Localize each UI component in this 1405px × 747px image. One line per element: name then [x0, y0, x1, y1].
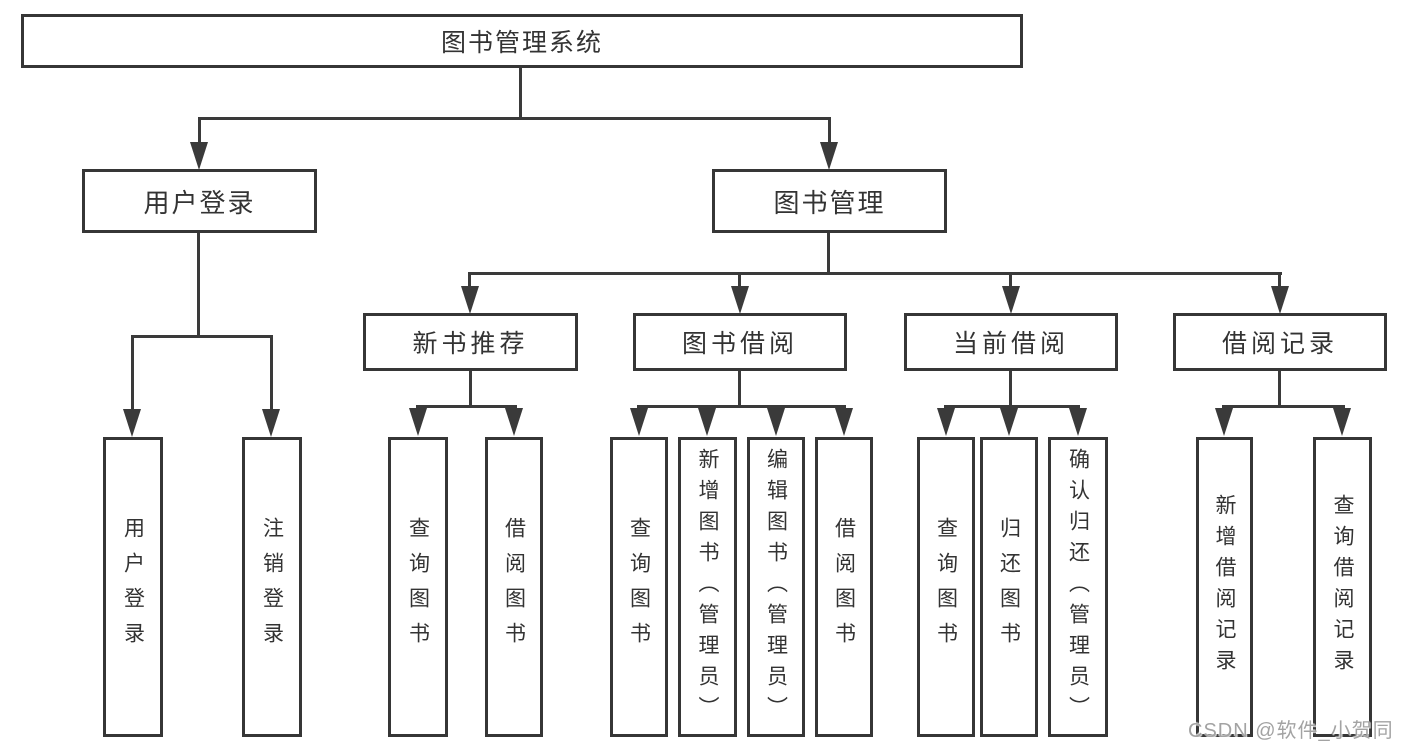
- arrowhead-logout-leaf: [262, 409, 280, 437]
- connector-current-drop: [1009, 272, 1012, 288]
- connector-recommend-rail: [416, 405, 517, 408]
- connector-book-management-rail: [468, 272, 1282, 275]
- arrowhead-recommend-query: [409, 408, 427, 436]
- node-book-management: 图书管理: [712, 169, 947, 233]
- leaf-borrowing-borrow-books-label: 借阅图书: [832, 517, 856, 657]
- arrowhead-borrowing-add: [698, 408, 716, 436]
- leaf-current-return-books: 归还图书: [980, 437, 1038, 737]
- leaf-recommend-query-books: 查询图书: [388, 437, 448, 737]
- node-library-management-system: 图书管理系统: [21, 14, 1023, 68]
- node-borrowing-records: 借阅记录: [1173, 313, 1387, 371]
- connector-current-stem: [1009, 371, 1012, 407]
- connector-login-leaf-drop: [131, 335, 134, 411]
- leaf-user-login: 用户登录: [103, 437, 163, 737]
- leaf-borrowing-query-books-label: 查询图书: [627, 517, 651, 657]
- leaf-borrowing-borrow-books: 借阅图书: [815, 437, 873, 737]
- connector-recommend-drop: [468, 272, 471, 288]
- arrowhead-recommend-borrow: [505, 408, 523, 436]
- leaf-logout-label: 注销登录: [260, 517, 284, 657]
- node-book-borrowing: 图书借阅: [633, 313, 847, 371]
- connector-book-management-stem: [827, 233, 830, 274]
- leaf-current-confirm-return-admin: 确认归还（管理员）: [1048, 437, 1108, 737]
- leaf-borrowing-edit-books-admin-label: 编辑图书（管理员）: [764, 447, 788, 727]
- leaf-records-add-record-label: 新增借阅记录: [1213, 494, 1236, 680]
- connector-user-login-stem: [197, 233, 200, 337]
- arrowhead-borrowing-edit: [767, 408, 785, 436]
- arrowhead-records-add: [1215, 408, 1233, 436]
- leaf-records-query-record: 查询借阅记录: [1313, 437, 1372, 737]
- leaf-borrowing-add-books-admin-label: 新增图书（管理员）: [696, 447, 719, 727]
- leaf-current-return-books-label: 归还图书: [997, 517, 1021, 657]
- leaf-recommend-borrow-books-label: 借阅图书: [502, 517, 526, 657]
- connector-logout-leaf-drop: [270, 335, 273, 411]
- connector-records-rail: [1222, 405, 1345, 408]
- leaf-logout: 注销登录: [242, 437, 302, 737]
- arrowhead-current-query: [937, 408, 955, 436]
- connector-current-rail: [944, 405, 1080, 408]
- watermark-text: CSDN @软件_小贺同学: [1188, 720, 1394, 742]
- connector-borrowing-rail: [637, 405, 846, 408]
- connector-user-login-rail: [131, 335, 273, 338]
- leaf-current-confirm-return-admin-label: 确认归还（管理员）: [1066, 447, 1090, 727]
- connector-borrowing-drop: [738, 272, 741, 288]
- arrowhead-borrowing: [731, 286, 749, 314]
- arrowhead-user-login: [190, 142, 208, 170]
- node-current-borrowing: 当前借阅: [904, 313, 1118, 371]
- arrowhead-current: [1002, 286, 1020, 314]
- connector-root-stem: [519, 68, 522, 117]
- leaf-borrowing-query-books: 查询图书: [610, 437, 668, 737]
- connector-recommend-stem: [469, 371, 472, 407]
- leaf-records-query-record-label: 查询借阅记录: [1331, 494, 1354, 680]
- connector-records-drop: [1278, 272, 1281, 288]
- arrowhead-records-query: [1333, 408, 1351, 436]
- arrowhead-recommend: [461, 286, 479, 314]
- leaf-recommend-borrow-books: 借阅图书: [485, 437, 543, 737]
- leaf-recommend-query-books-label: 查询图书: [406, 517, 430, 657]
- arrowhead-borrowing-borrow: [835, 408, 853, 436]
- leaf-current-query-books-label: 查询图书: [934, 517, 958, 657]
- connector-borrowing-stem: [738, 371, 741, 407]
- arrowhead-current-confirm: [1069, 408, 1087, 436]
- node-new-book-recommendation: 新书推荐: [363, 313, 578, 371]
- leaf-borrowing-edit-books-admin: 编辑图书（管理员）: [747, 437, 805, 737]
- leaf-borrowing-add-books-admin: 新增图书（管理员）: [678, 437, 737, 737]
- connector-root-rail: [198, 117, 831, 120]
- arrowhead-book-management: [820, 142, 838, 170]
- arrowhead-current-return: [1000, 408, 1018, 436]
- node-user-login: 用户登录: [82, 169, 317, 233]
- connector-user-login-drop: [198, 117, 201, 144]
- arrowhead-borrowing-query: [630, 408, 648, 436]
- leaf-user-login-label: 用户登录: [121, 517, 145, 657]
- arrowhead-records: [1271, 286, 1289, 314]
- leaf-records-add-record: 新增借阅记录: [1196, 437, 1253, 737]
- leaf-current-query-books: 查询图书: [917, 437, 975, 737]
- connector-book-management-drop: [828, 117, 831, 144]
- connector-records-stem: [1278, 371, 1281, 407]
- arrowhead-login-leaf: [123, 409, 141, 437]
